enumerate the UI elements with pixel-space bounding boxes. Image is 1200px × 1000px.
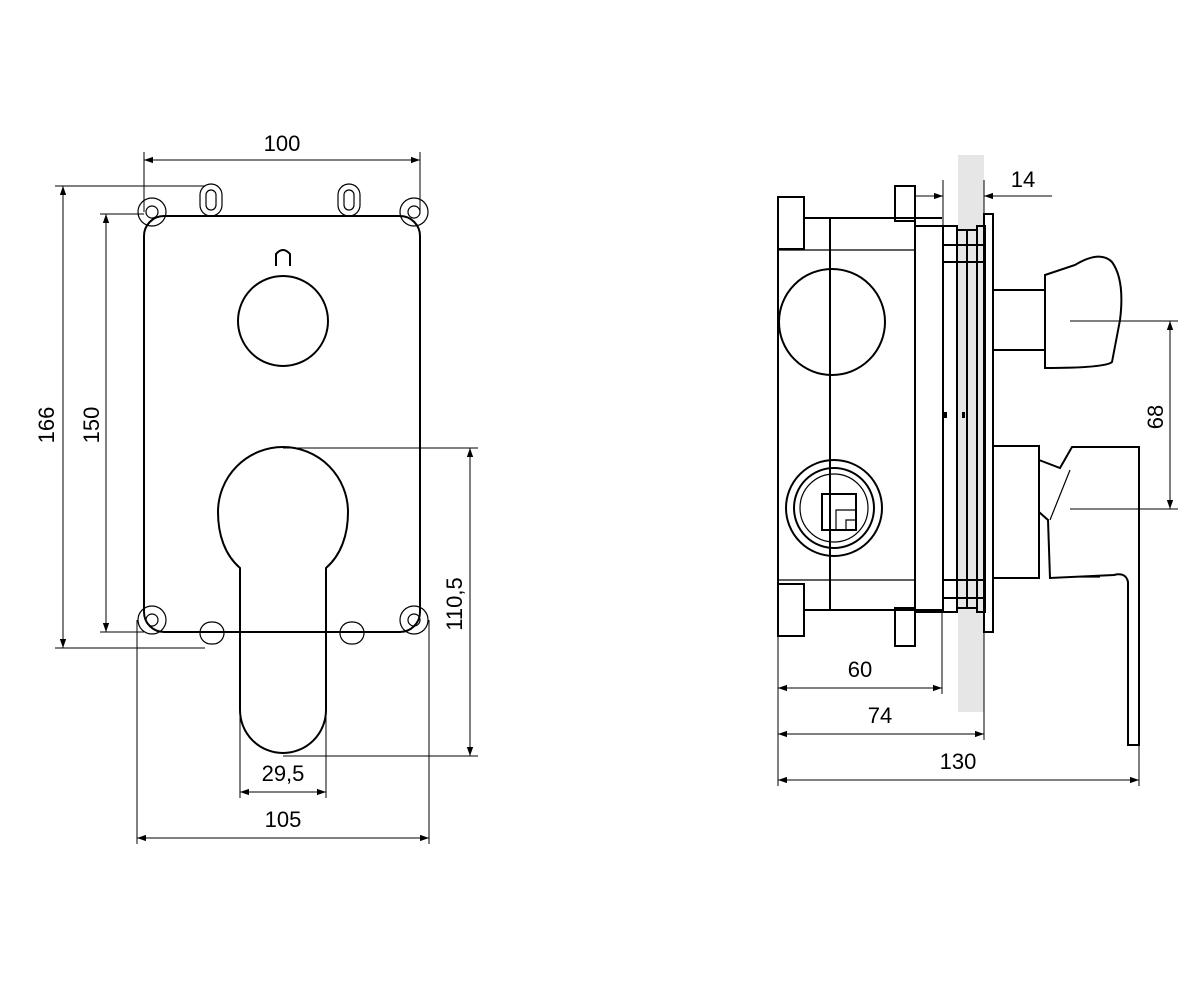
dim-width-top: 100 xyxy=(143,131,421,212)
dim-handle-length: 110,5 xyxy=(283,447,478,757)
dim-depth-total: 130 xyxy=(778,745,1140,786)
dim-width-bottom: 105 xyxy=(136,620,430,844)
dim-label-width-top: 100 xyxy=(264,131,301,156)
cover-plate xyxy=(143,215,421,633)
wall-section xyxy=(958,155,984,712)
dim-label-height-total: 166 xyxy=(34,407,59,444)
mounting-lugs-bottom xyxy=(137,605,429,645)
valve-body xyxy=(777,185,942,647)
dim-label-depth-box: 60 xyxy=(848,657,872,682)
dim-handle-offset: 68 xyxy=(1070,320,1178,510)
dim-height-total: 166 xyxy=(34,185,205,649)
front-view: 100 166 150 110,5 29,5 xyxy=(34,131,478,844)
dim-depth-box: 60 xyxy=(777,612,943,786)
dim-wall-thickness: 14 xyxy=(915,167,1052,226)
lever-side xyxy=(992,445,1140,746)
cover-plate-side xyxy=(983,213,994,633)
dim-height-plate: 150 xyxy=(79,213,144,633)
side-view: 14 68 60 74 130 xyxy=(777,155,1178,786)
dim-label-depth-total: 130 xyxy=(940,749,977,774)
diverter-knob xyxy=(237,249,329,367)
dim-label-handle-width: 29,5 xyxy=(262,761,305,786)
dim-depth-to-wall: 74 xyxy=(778,632,985,740)
dim-label-handle-offset: 68 xyxy=(1143,405,1168,429)
mounting-lugs-top xyxy=(137,183,429,227)
dim-label-handle-length: 110,5 xyxy=(442,577,467,630)
dim-handle-width: 29,5 xyxy=(239,712,327,798)
dim-label-wall-thickness: 14 xyxy=(1011,167,1035,192)
lever-handle xyxy=(216,446,350,754)
dim-label-width-bottom: 105 xyxy=(265,807,302,832)
diverter-knob-side xyxy=(992,255,1123,370)
dim-label-depth-to-wall: 74 xyxy=(868,703,892,728)
dim-label-height-plate: 150 xyxy=(79,407,104,444)
